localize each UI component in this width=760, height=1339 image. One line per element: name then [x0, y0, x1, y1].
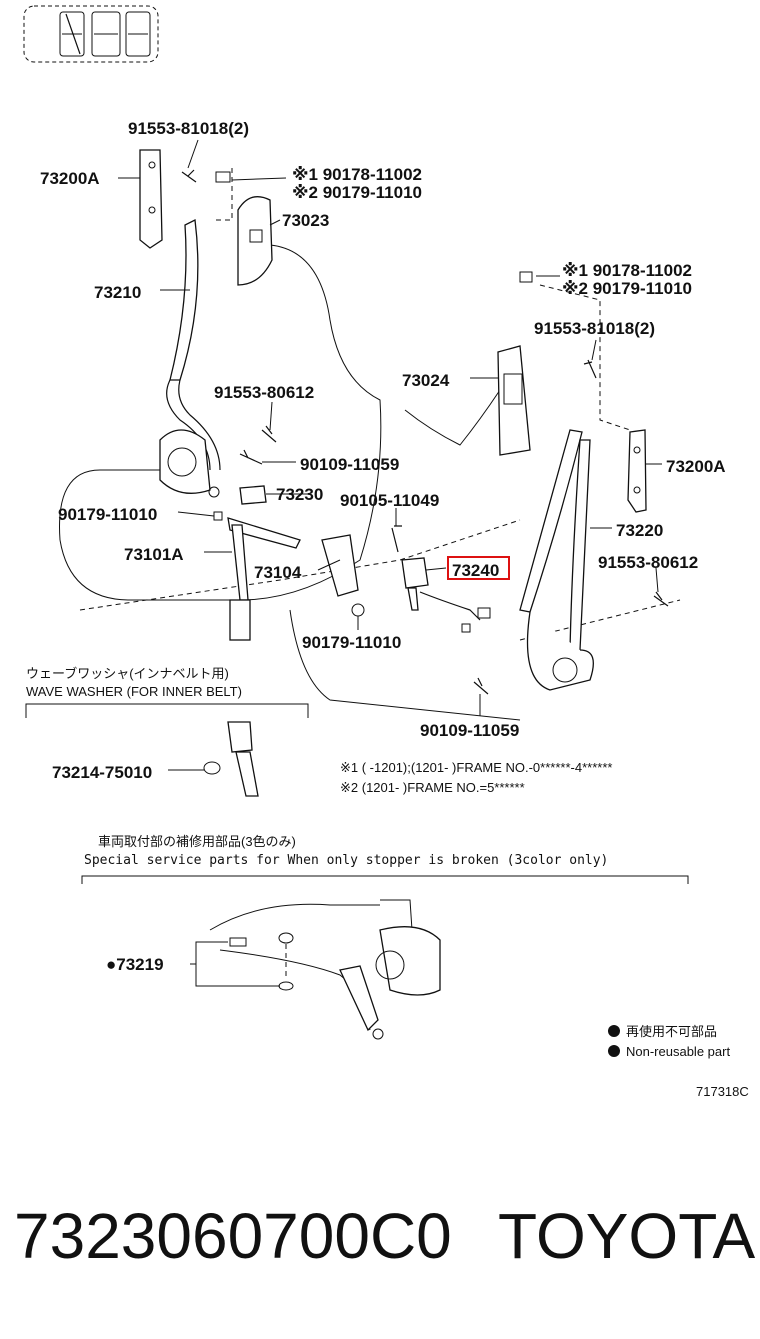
highlight-73240-box — [447, 556, 510, 580]
label-91553-80612-left: 91553-80612 — [214, 383, 314, 402]
label-90109-11059-left: 90109-11059 — [300, 455, 399, 474]
label-91553-80612-right: 91553-80612 — [598, 553, 698, 572]
pillar-cover-73024 — [497, 345, 531, 456]
special-jp: 車両取付部の補修用部品(3色のみ) — [98, 834, 296, 849]
legend-en: Non-reusable part — [626, 1044, 730, 1059]
label-73240: 73240 — [452, 561, 499, 580]
label-90179-11010-right: ※2 90179-11010 — [562, 279, 692, 298]
label-73219: ●73219 — [106, 955, 164, 974]
label-90179-11010-left: 90179-11010 — [58, 505, 157, 524]
filled-circle-icon — [608, 1045, 620, 1057]
label-73023: 73023 — [282, 211, 329, 230]
wave-washer-en: WAVE WASHER (FOR INNER BELT) — [26, 684, 242, 699]
leader-lines — [118, 139, 662, 716]
label-90178-11002-top: ※1 90178-11002 — [292, 165, 422, 184]
label-90109-11059-bottom: 90109-11059 — [420, 721, 519, 740]
label-73101A: 73101A — [124, 545, 184, 564]
diagram-code: 717318C — [696, 1084, 749, 1099]
label-90105-11049: 90105-11049 — [340, 491, 439, 510]
label-90179-11010-top: ※2 90179-11010 — [292, 183, 422, 202]
label-73104: 73104 — [254, 563, 302, 582]
legend-jp: 再使用不可部品 — [626, 1024, 717, 1039]
label-73230: 73230 — [276, 485, 323, 504]
label-73024: 73024 — [402, 371, 450, 390]
height-adjuster-left — [139, 149, 197, 249]
label-73210: 73210 — [94, 283, 141, 302]
inner-buckle-left — [213, 485, 359, 641]
label-73214-75010: 73214-75010 — [52, 763, 152, 782]
wave-washer-jp: ウェーブワッシャ(インナベルト用) — [26, 666, 229, 681]
part-labels: 91553-81018(2) 73200A ※1 90178-11002 ※2 … — [40, 119, 726, 740]
label-73200A-right: 73200A — [666, 457, 726, 476]
label-91553-81018-top: 91553-81018(2) — [128, 119, 249, 138]
footer: 7323060700C0 TOYOTA — [14, 1200, 756, 1272]
label-90178-11002-right: ※1 90178-11002 — [562, 261, 692, 280]
bolts-left — [215, 171, 277, 465]
frame-note-2: ※2 (1201- )FRAME NO.=5****** — [340, 780, 525, 795]
label-73200A-left: 73200A — [40, 169, 100, 188]
center-buckle-73240 — [351, 525, 491, 695]
label-91553-81018-right: 91553-81018(2) — [534, 319, 655, 338]
frame-note-1: ※1 ( -1201);(1201- )FRAME NO.-0******-4*… — [340, 760, 612, 775]
legend: 再使用不可部品 Non-reusable part 717318C — [608, 1024, 749, 1099]
frame-notes: ※1 ( -1201);(1201- )FRAME NO.-0******-4*… — [340, 760, 612, 795]
footer-part-number: 7323060700C0 — [14, 1200, 452, 1272]
special-en: Special service parts for When only stop… — [84, 853, 608, 868]
pillar-cover-73023 — [237, 196, 273, 286]
height-adjuster-right — [519, 271, 647, 513]
special-service-callout: 車両取付部の補修用部品(3色のみ) Special service parts … — [81, 834, 689, 1040]
belt-73220 — [519, 429, 669, 691]
filled-circle-icon — [608, 1025, 620, 1037]
label-90179-11010-mid: 90179-11010 — [302, 633, 401, 652]
footer-brand: TOYOTA — [498, 1200, 756, 1272]
wave-washer-callout: ウェーブワッシャ(インナベルト用) WAVE WASHER (FOR INNER… — [25, 666, 309, 797]
belt-73210 — [159, 219, 221, 498]
label-73220: 73220 — [616, 521, 663, 540]
vehicle-seat-layout-icon — [23, 5, 159, 63]
